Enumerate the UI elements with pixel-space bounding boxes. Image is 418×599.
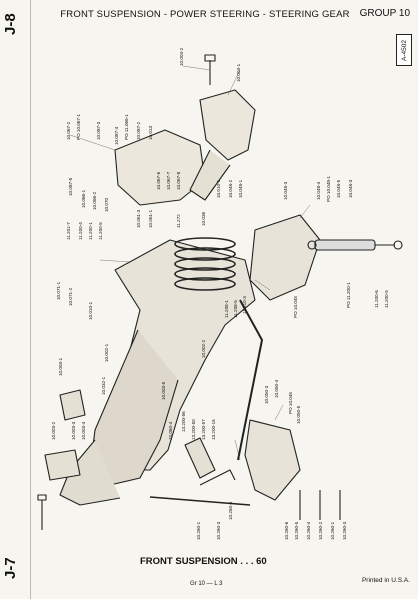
part-label: 10.061-1 [148,209,153,228]
part-label: 10.066-1 [81,189,86,208]
bolt-left [37,494,47,530]
part-label: 10.260-6 [284,521,289,540]
coil-spring [174,237,236,291]
part-label: 10.003-2 [51,421,56,440]
part-label: 10.260-5 [294,521,299,540]
part-label: 10.050-5 [296,405,301,424]
part-label: 11.272 [176,214,181,228]
part-label: 10.260-2 [318,521,323,540]
header-title: FRONT SUSPENSION - POWER STEERING - STEE… [60,9,350,20]
part-label: 10.048-3 [283,181,288,200]
part-label: 10.004-2 [179,47,184,66]
part-label: 10.087-3 [96,121,101,140]
part-label: 11.200-1 [88,222,93,240]
part-label: 10.003-4 [81,421,86,440]
part-label: 10.087-4 [114,126,119,145]
part-label: 10.087-2 [136,121,141,140]
part-label: 10.003-3 [71,421,76,440]
part-label: 10.087-5 [68,177,73,196]
part-label: 10.013 [148,126,153,140]
part-label: 10.048-3 [348,179,353,198]
figure-caption: FRONT SUSPENSION . . . 60 [140,556,267,567]
page-number: Gr 10 — L 3 [190,581,223,587]
part-label: PO 10.048-1 [326,176,331,202]
part-label: 10.003-5 [161,381,166,400]
engine-mount [59,389,86,421]
part-label: 11.210-3 [242,296,247,314]
bolt-series [299,490,341,520]
part-label: 10.060-4 [168,421,173,440]
part-label: 13.200-57 [201,419,206,440]
part-label: 11.201-7 [66,222,71,240]
part-label: 10.071-1 [56,281,61,300]
group-label: GROUP 10 [359,8,410,19]
part-label: 10.066-2 [92,191,97,210]
part-label: 10.260-1 [330,521,335,540]
lower-arm-bottom [244,419,301,501]
steering-knuckle [199,89,256,161]
frame-lower [59,439,121,506]
part-label: 10.002-2 [201,339,206,358]
lower-control-arm [249,214,321,301]
part-number-labels: 10.004-2 10.004-1 10.067-2 PO 10.067-1 1… [51,47,389,540]
sway-link [199,469,236,486]
top-bolt [204,54,216,85]
part-label: 10.067-2 [66,121,71,140]
part-label: 10.050-3 [264,385,269,404]
part-label: 10.067-8 [176,171,181,190]
part-label: 10.061-3 [136,209,141,228]
part-label: 13.200-56 [181,411,186,432]
part-label: 10.067-7 [166,171,171,190]
upper-control-arm [114,129,206,206]
part-label: 10.071-2 [68,287,73,306]
part-label: 10.260-3 [342,521,347,540]
part-label: 11.208-1 [224,300,229,318]
part-label: 10.260-1 [196,521,201,540]
part-label: 10.260-3 [216,521,221,540]
part-label: 13.200-50 [191,419,196,440]
part-label: 11.200-6 [374,290,379,308]
knuckle-arm [189,149,231,201]
part-label: 10.070 [104,198,109,212]
part-label: PO 10.045 [288,392,293,414]
strut-rod [237,299,263,461]
part-label: 10.002-1 [104,343,109,362]
part-label: 10.260-4 [228,501,233,520]
part-label: PO 11.200-1 [346,282,351,308]
reference-box: A-4502 [396,34,412,66]
part-label: 10.260-4 [306,521,311,540]
part-label: PO 10.067-1 [76,114,81,140]
part-label: 10.048-2 [228,179,233,198]
part-label: 11.200-5 [384,290,389,308]
part-label: 10.048-4 [316,181,321,200]
printed-note: Printed in U.S.A. [361,577,410,584]
part-label: 10.032-1 [101,376,106,395]
side-rule [30,0,31,599]
part-label: 11.208-5 [233,300,238,318]
long-bolt [149,496,251,506]
link-bracket [184,437,216,479]
part-label: 11.200-5 [98,222,103,240]
shock-absorber [307,239,403,251]
part-label: 10.003-1 [58,357,63,376]
part-label: PO 11.066-1 [124,114,129,140]
part-label: 10.067-6 [156,171,161,190]
part-label: 10.036 [201,212,206,226]
part-label: 10.050-4 [274,379,279,398]
part-label: 10.048-1 [238,179,243,198]
part-label: 10.010-1 [88,301,93,320]
part-label: 10.004-1 [236,63,241,82]
mount-bracket [44,449,81,481]
part-label: 13.200-15 [211,419,216,440]
part-label: 10.010-1 [216,179,221,198]
part-label: 10.048-5 [336,179,341,198]
part-label: PO 10.045 [293,296,298,318]
part-label: 11.200-4 [78,222,83,240]
